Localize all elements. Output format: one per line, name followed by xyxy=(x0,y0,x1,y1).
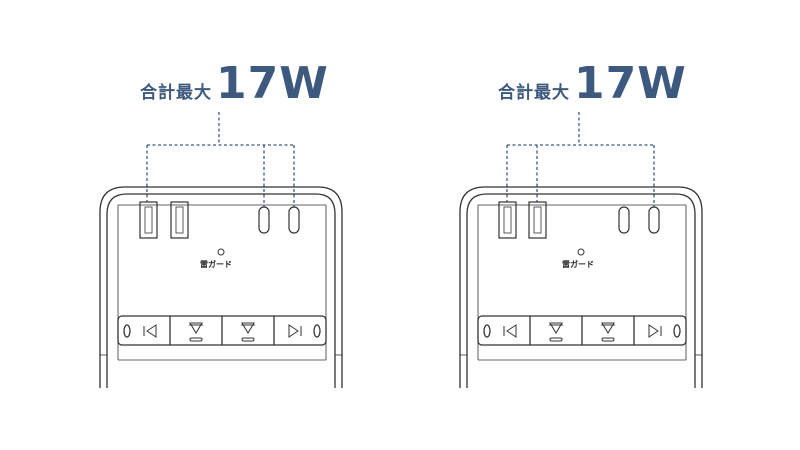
usb-a-port-2 xyxy=(528,201,547,239)
usb-c-port-2 xyxy=(288,206,300,234)
outlet-icon-down-1 xyxy=(549,322,563,342)
usb-c-port-2 xyxy=(648,206,660,234)
outlet-icon-down-2 xyxy=(601,322,615,342)
max-output-heading: 合計最大 17W xyxy=(498,58,687,109)
heading-prefix: 合計最大 xyxy=(498,83,570,103)
heading-value: 17W xyxy=(574,58,687,109)
usb-a-port-1 xyxy=(498,201,517,239)
outlet-icon-left xyxy=(143,324,157,338)
dashed-bracket xyxy=(506,112,655,207)
usb-c-port-1 xyxy=(618,206,630,234)
surge-guard-label: 雷ガード xyxy=(562,260,594,269)
max-output-heading: 合計最大 17W xyxy=(140,58,329,109)
indicator-light xyxy=(577,248,585,256)
outlet-icon-down-1 xyxy=(189,322,203,342)
power-strip-drawing xyxy=(459,112,703,388)
heading-value: 17W xyxy=(216,58,329,109)
surge-guard-label: 雷ガード xyxy=(200,260,232,269)
indicator-light xyxy=(217,248,225,256)
power-strip-panel-right: 合計最大 17W xyxy=(400,0,800,450)
power-strip-panel-left: 合計最大 17W xyxy=(99,58,343,388)
usb-a-port-1 xyxy=(139,201,158,239)
dashed-bracket xyxy=(146,112,295,207)
usb-a-port-2 xyxy=(170,201,189,239)
usb-c-port-1 xyxy=(258,206,270,234)
power-strip-drawing xyxy=(99,112,343,388)
outlet-icon-left xyxy=(503,324,517,338)
outlet-icon-down-2 xyxy=(241,322,255,342)
strip-body xyxy=(99,186,343,388)
heading-prefix: 合計最大 xyxy=(140,83,212,103)
outlet-icon-right xyxy=(288,324,302,338)
outlet-icon-right xyxy=(648,324,662,338)
outlet-bar xyxy=(117,315,327,346)
strip-body xyxy=(459,186,703,388)
outlet-bar xyxy=(477,315,687,346)
